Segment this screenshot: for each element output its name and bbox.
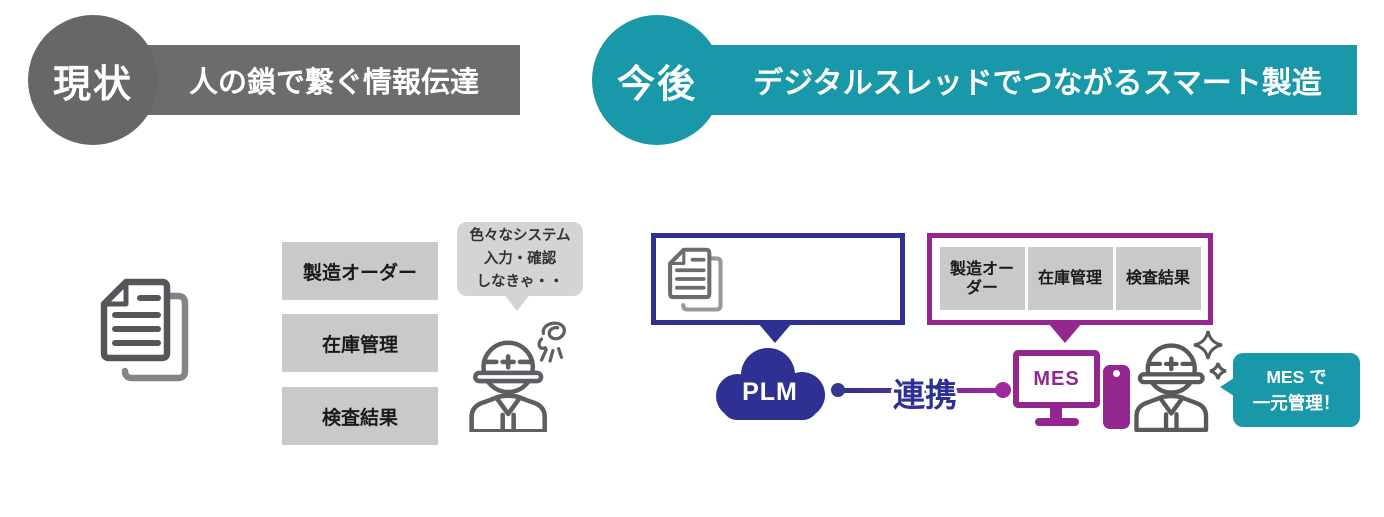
mes-bubble-tail bbox=[1220, 378, 1234, 396]
plm-frame-arrow bbox=[758, 323, 792, 343]
bubble-line: 色々なシステム bbox=[469, 227, 571, 244]
current-worker-bubble: 色々なシステム 入力・確認 しなきゃ・・ bbox=[457, 222, 583, 296]
future-title-bar: デジタルスレッドでつながるスマート製造 bbox=[658, 45, 1357, 115]
plm-source-frame bbox=[651, 233, 905, 325]
future-box-manufacturing-order: 製造オーダー bbox=[939, 247, 1025, 310]
documents-icon bbox=[100, 278, 189, 382]
current-box-label: 検査結果 bbox=[321, 407, 398, 429]
future-box-inspection: 検査結果 bbox=[1115, 247, 1201, 310]
current-box-label: 在庫管理 bbox=[321, 334, 398, 356]
current-badge: 現状 bbox=[28, 15, 158, 145]
mes-monitor-icon: MES bbox=[1013, 350, 1100, 408]
current-badge-label: 現状 bbox=[52, 63, 133, 106]
pc-tower-icon bbox=[1103, 365, 1130, 429]
link-line bbox=[840, 388, 1002, 393]
link-dot-left bbox=[831, 383, 845, 397]
mes-frame-arrow bbox=[1048, 323, 1082, 343]
worker-icon bbox=[469, 340, 547, 432]
bubble-line: MES で bbox=[1266, 367, 1327, 387]
sparkle-icon bbox=[1193, 330, 1227, 380]
documents-icon bbox=[668, 247, 723, 312]
monitor-stand bbox=[1050, 408, 1062, 419]
future-box-label: 在庫管理 bbox=[1037, 270, 1102, 287]
monitor-base bbox=[1035, 418, 1079, 426]
future-box-label: 検査結果 bbox=[1125, 270, 1190, 287]
plm-cloud-shape bbox=[716, 348, 825, 420]
current-box-inspection: 検査結果 bbox=[282, 387, 438, 445]
current-bubble-tail bbox=[503, 293, 531, 311]
link-label: 連携 bbox=[892, 377, 957, 413]
current-title-bar: 人の鎖で繋ぐ情報伝達 bbox=[100, 45, 520, 115]
tower-power-dot bbox=[1113, 370, 1120, 377]
mes-label: MES bbox=[1033, 367, 1080, 390]
future-badge-label: 今後 bbox=[616, 63, 697, 106]
mes-data-frame: 製造オーダー 在庫管理 検査結果 bbox=[927, 233, 1213, 325]
link-dot-right bbox=[995, 382, 1011, 398]
future-box-inventory: 在庫管理 bbox=[1027, 247, 1113, 310]
plm-label: PLM bbox=[742, 378, 798, 406]
future-badge: 今後 bbox=[592, 15, 722, 145]
bubble-line: 一元管理！ bbox=[1252, 393, 1341, 413]
future-title: デジタルスレッドでつながるスマート製造 bbox=[753, 67, 1322, 100]
future-box-label: 製造オーダー bbox=[949, 260, 1014, 297]
bubble-line: 入力・確認 bbox=[483, 250, 557, 267]
current-box-manufacturing-order: 製造オーダー bbox=[282, 242, 438, 300]
confusion-scribble-icon bbox=[537, 321, 566, 363]
worker-icon bbox=[1134, 343, 1209, 432]
current-box-label: 製造オーダー bbox=[302, 262, 417, 284]
plm-cloud: PLM bbox=[710, 346, 830, 420]
current-box-inventory: 在庫管理 bbox=[282, 314, 438, 372]
mes-speech-bubble: MES で 一元管理！ bbox=[1233, 353, 1360, 427]
current-title: 人の鎖で繋ぐ情報伝達 bbox=[188, 67, 479, 99]
bubble-line: しなきゃ・・ bbox=[476, 273, 564, 290]
